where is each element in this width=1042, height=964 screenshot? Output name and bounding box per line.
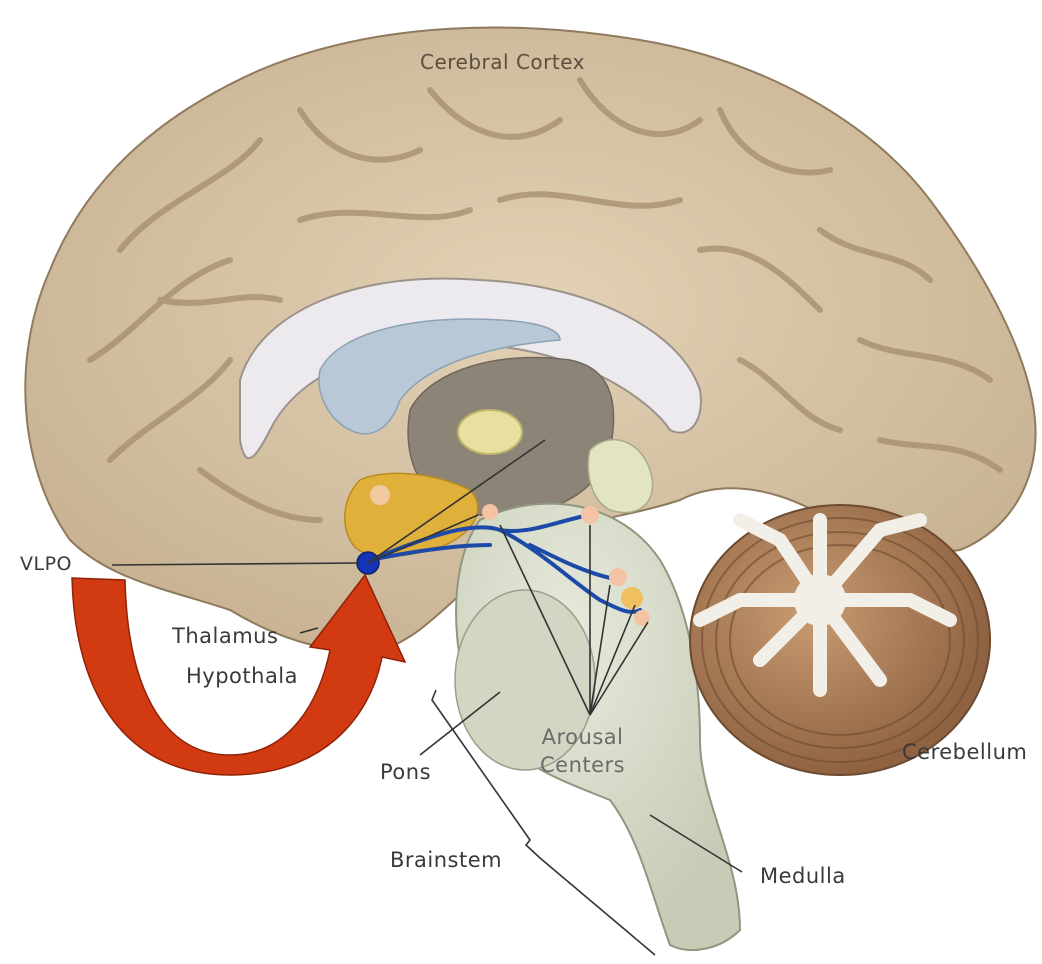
label-cerebral-cortex: Cerebral Cortex	[420, 50, 585, 74]
arousal-node	[581, 506, 599, 524]
label-arousal-line2: Centers	[540, 751, 625, 779]
arousal-node	[482, 504, 498, 520]
arousal-node	[609, 568, 627, 586]
label-brainstem: Brainstem	[390, 848, 502, 872]
thalamus-nucleus	[458, 410, 522, 454]
arousal-node	[621, 587, 643, 609]
label-thalamus: Thalamus	[172, 624, 278, 648]
label-vlpo: VLPO	[20, 553, 72, 575]
label-pons: Pons	[380, 760, 431, 784]
label-arousal-line1: Arousal	[540, 723, 625, 751]
label-cerebellum: Cerebellum	[902, 740, 1027, 764]
label-hypothalamus: Hypothala	[186, 664, 298, 688]
label-medulla: Medulla	[760, 864, 846, 888]
label-arousal-centers: Arousal Centers	[540, 723, 625, 779]
